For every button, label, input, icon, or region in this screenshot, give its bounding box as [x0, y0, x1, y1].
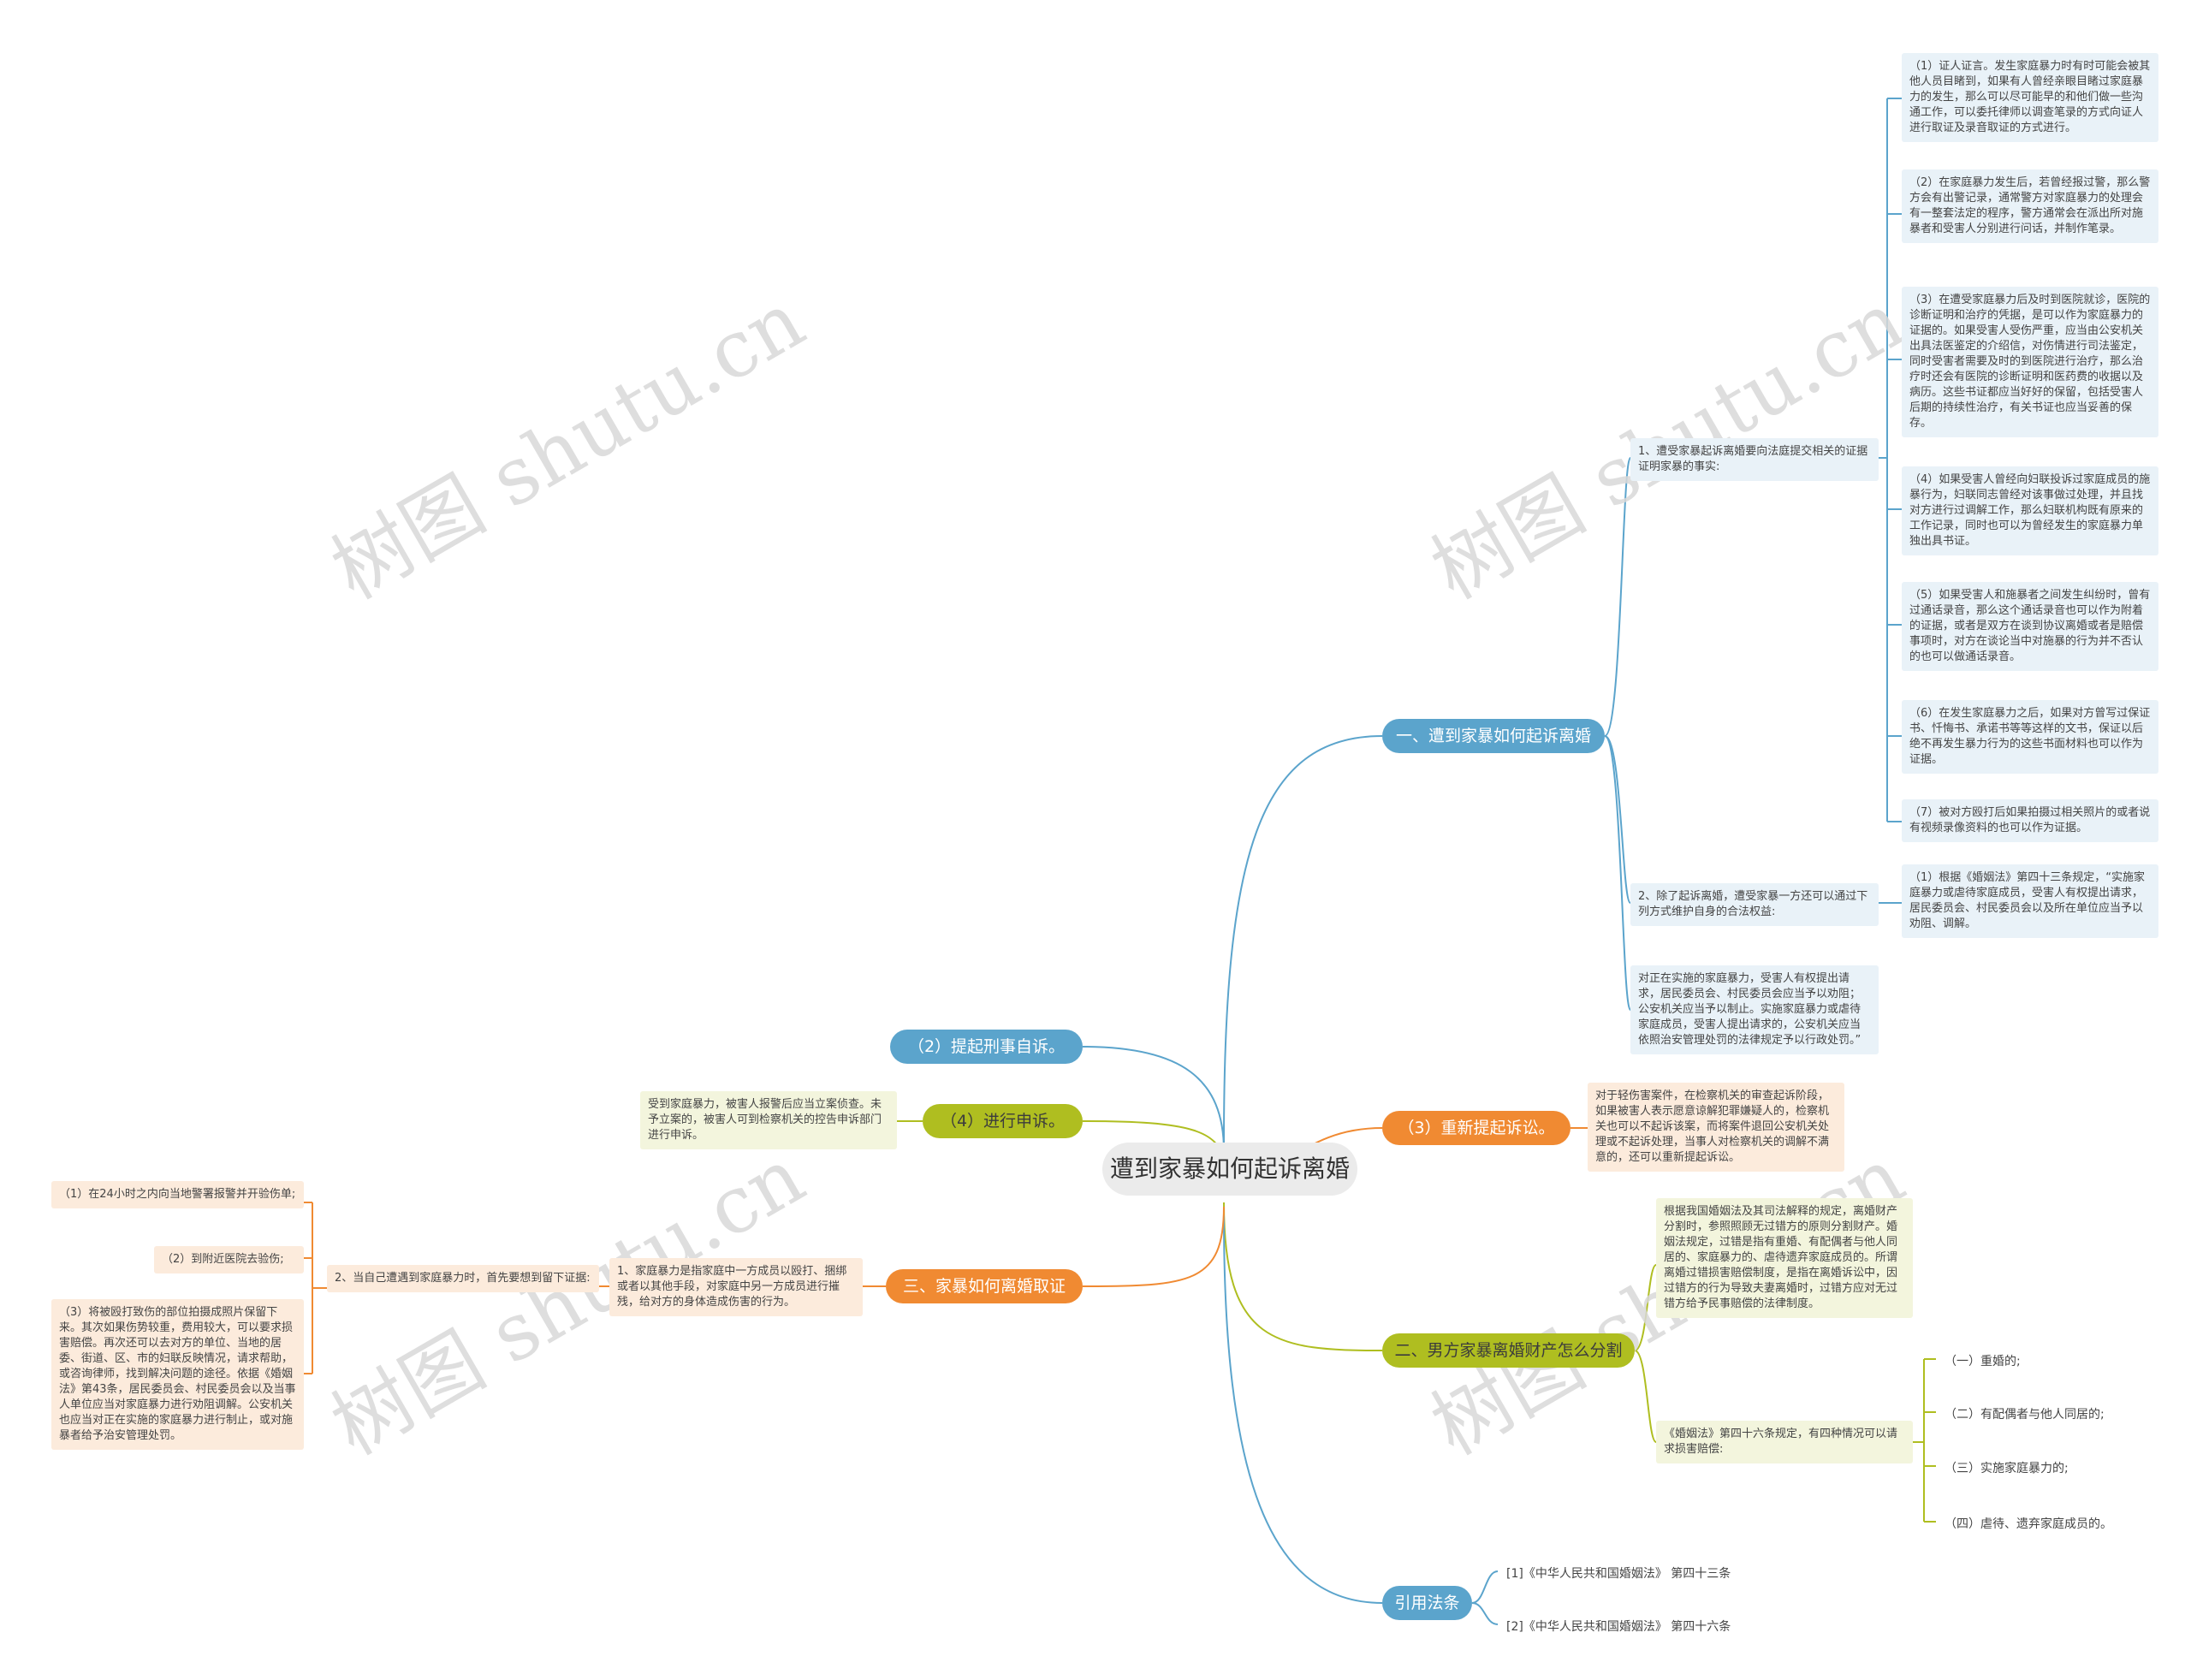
- other-remedies-node[interactable]: 2、除了起诉离婚，遭受家暴一方还可以通过下列方式维护自身的合法权益:: [1630, 883, 1879, 926]
- complaint-detail[interactable]: 受到家庭暴力，被害人报警后应当立案侦查。未予立案的，被害人可到检察机关的控告申诉…: [640, 1091, 897, 1149]
- branch-evidence-collection[interactable]: 三、家暴如何离婚取证: [886, 1269, 1083, 1303]
- root-topic[interactable]: 遭到家暴如何起诉离婚: [1102, 1143, 1357, 1196]
- case-cohabitation[interactable]: （二）有配偶者与他人同居的;: [1945, 1408, 2105, 1422]
- evidence-item-1[interactable]: （1）证人证言。发生家庭暴力时有时可能会被其他人员目睹到，如果有人曾经亲眼目睹过…: [1902, 53, 2158, 142]
- branch-cited-laws[interactable]: 引用法条: [1382, 1586, 1472, 1620]
- evidence-step-3[interactable]: （3）将被殴打致伤的部位拍摄成照片保留下来。其次如果伤势较重，费用较大，可以要求…: [51, 1299, 304, 1450]
- evidence-item-6[interactable]: （6）在发生家庭暴力之后，如果对方曾写过保证书、忏悔书、承诺书等等这样的文书，保…: [1902, 700, 2158, 774]
- evidence-step-2[interactable]: （2）到附近医院去验伤;: [154, 1246, 304, 1273]
- branch-how-to-sue-for-divorce[interactable]: 一、遭到家暴如何起诉离婚: [1382, 719, 1605, 753]
- evidence-item-3[interactable]: （3）在遭受家庭暴力后及时到医院就诊，医院的诊断证明和治疗的凭据，是可以作为家庭…: [1902, 287, 2158, 437]
- evidence-item-7[interactable]: （7）被对方殴打后如果拍摄过相关照片的或者说有视频录像资料的也可以作为证据。: [1902, 799, 2158, 842]
- case-bigamy[interactable]: （一）重婚的;: [1945, 1355, 2021, 1368]
- cited-law-46[interactable]: [2]《中华人民共和国婚姻法》 第四十六条: [1506, 1620, 1731, 1634]
- property-division-principle[interactable]: 根据我国婚姻法及其司法解释的规定，离婚财产分割时，参照照顾无过错方的原则分割财产…: [1656, 1198, 1913, 1318]
- branch-file-complaint[interactable]: （4）进行申诉。: [923, 1104, 1083, 1138]
- branch-criminal-private-prosecution[interactable]: （2）提起刑事自诉。: [890, 1030, 1083, 1064]
- branch-property-division[interactable]: 二、男方家暴离婚财产怎么分割: [1382, 1333, 1635, 1368]
- marriage-law-article-43-item[interactable]: （1）根据《婚姻法》第四十三条规定，“实施家庭暴力或虐待家庭成员，受害人有权提出…: [1902, 864, 2158, 938]
- evidence-item-4[interactable]: （4）如果受害人曾经向妇联投诉过家庭成员的施暴行为，妇联同志曾经对该事做过处理，…: [1902, 466, 2158, 555]
- police-stop-violence-node[interactable]: 对正在实施的家庭暴力，受害人有权提出请求，居民委员会、村民委员会应当予以劝阻；公…: [1630, 965, 1879, 1054]
- article-46-damages[interactable]: 《婚姻法》第四十六条规定，有四种情况可以请求损害赔偿:: [1656, 1421, 1913, 1463]
- evidence-requirement-node[interactable]: 1、遭受家暴起诉离婚要向法庭提交相关的证据证明家暴的事实:: [1630, 438, 1879, 481]
- evidence-item-2[interactable]: （2）在家庭暴力发生后，若曾经报过警，那么警方会有出警记录，通常警方对家庭暴力的…: [1902, 169, 2158, 243]
- keep-evidence-node[interactable]: 2、当自己遭遇到家庭暴力时，首先要想到留下证据:: [327, 1265, 599, 1292]
- branch-refile-lawsuit[interactable]: （3）重新提起诉讼。: [1382, 1111, 1571, 1145]
- refile-detail[interactable]: 对于轻伤害案件，在检察机关的审查起诉阶段，如果被害人表示愿意谅解犯罪嫌疑人的，检…: [1588, 1083, 1844, 1172]
- domestic-violence-definition[interactable]: 1、家庭暴力是指家庭中一方成员以殴打、捆绑或者以其他手段，对家庭中另一方成员进行…: [609, 1258, 863, 1316]
- evidence-step-1[interactable]: （1）在24小时之内向当地警署报警并开验伤单;: [51, 1181, 304, 1208]
- cited-law-43[interactable]: [1]《中华人民共和国婚姻法》 第四十三条: [1506, 1567, 1731, 1581]
- case-abuse-abandonment[interactable]: （四）虐待、遗弃家庭成员的。: [1945, 1517, 2112, 1531]
- evidence-item-5[interactable]: （5）如果受害人和施暴者之间发生纠纷时，曾有过通话录音，那么这个通话录音也可以作…: [1902, 582, 2158, 671]
- case-domestic-violence[interactable]: （三）实施家庭暴力的;: [1945, 1462, 2069, 1475]
